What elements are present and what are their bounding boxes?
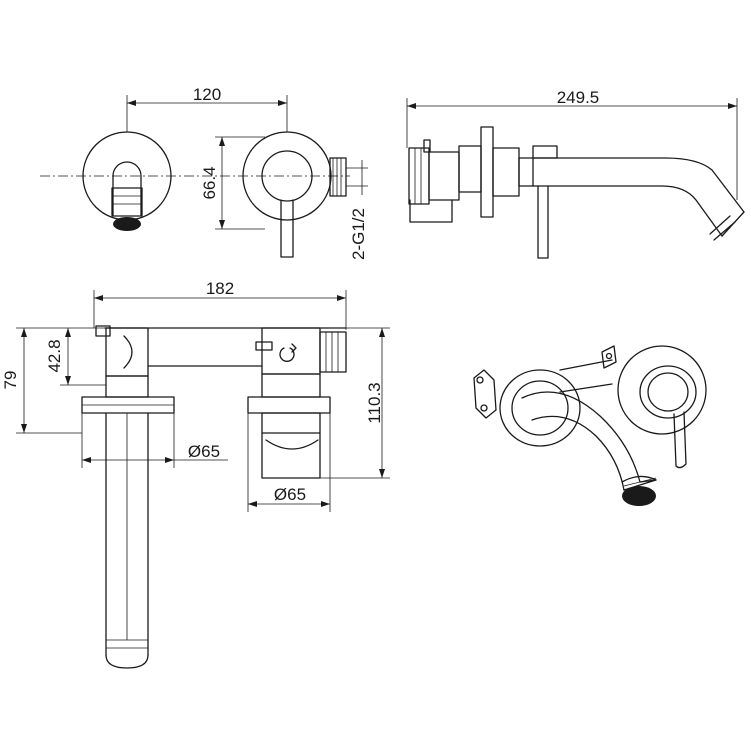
- dim-120: 120: [193, 85, 221, 104]
- dim-42-8: 42.8: [45, 339, 64, 372]
- dim-79: 79: [1, 371, 20, 390]
- dim-110-3: 110.3: [365, 382, 384, 423]
- dim-diameter-left: Ø65: [188, 442, 220, 461]
- front-view: [40, 95, 368, 258]
- side-view: [406, 98, 745, 259]
- top-view: [16, 290, 390, 669]
- dim-249-5: 249.5: [557, 88, 600, 107]
- dimension-labels: 120 66.4 2-G1/2 249.5 182 42.8 79 110.3 …: [1, 85, 599, 504]
- dim-66-4: 66.4: [200, 166, 219, 199]
- dim-182: 182: [206, 279, 234, 298]
- dim-thread-2-g1-2: 2-G1/2: [349, 208, 368, 260]
- dim-diameter-right: Ø65: [274, 485, 306, 504]
- isometric-view: [473, 345, 707, 506]
